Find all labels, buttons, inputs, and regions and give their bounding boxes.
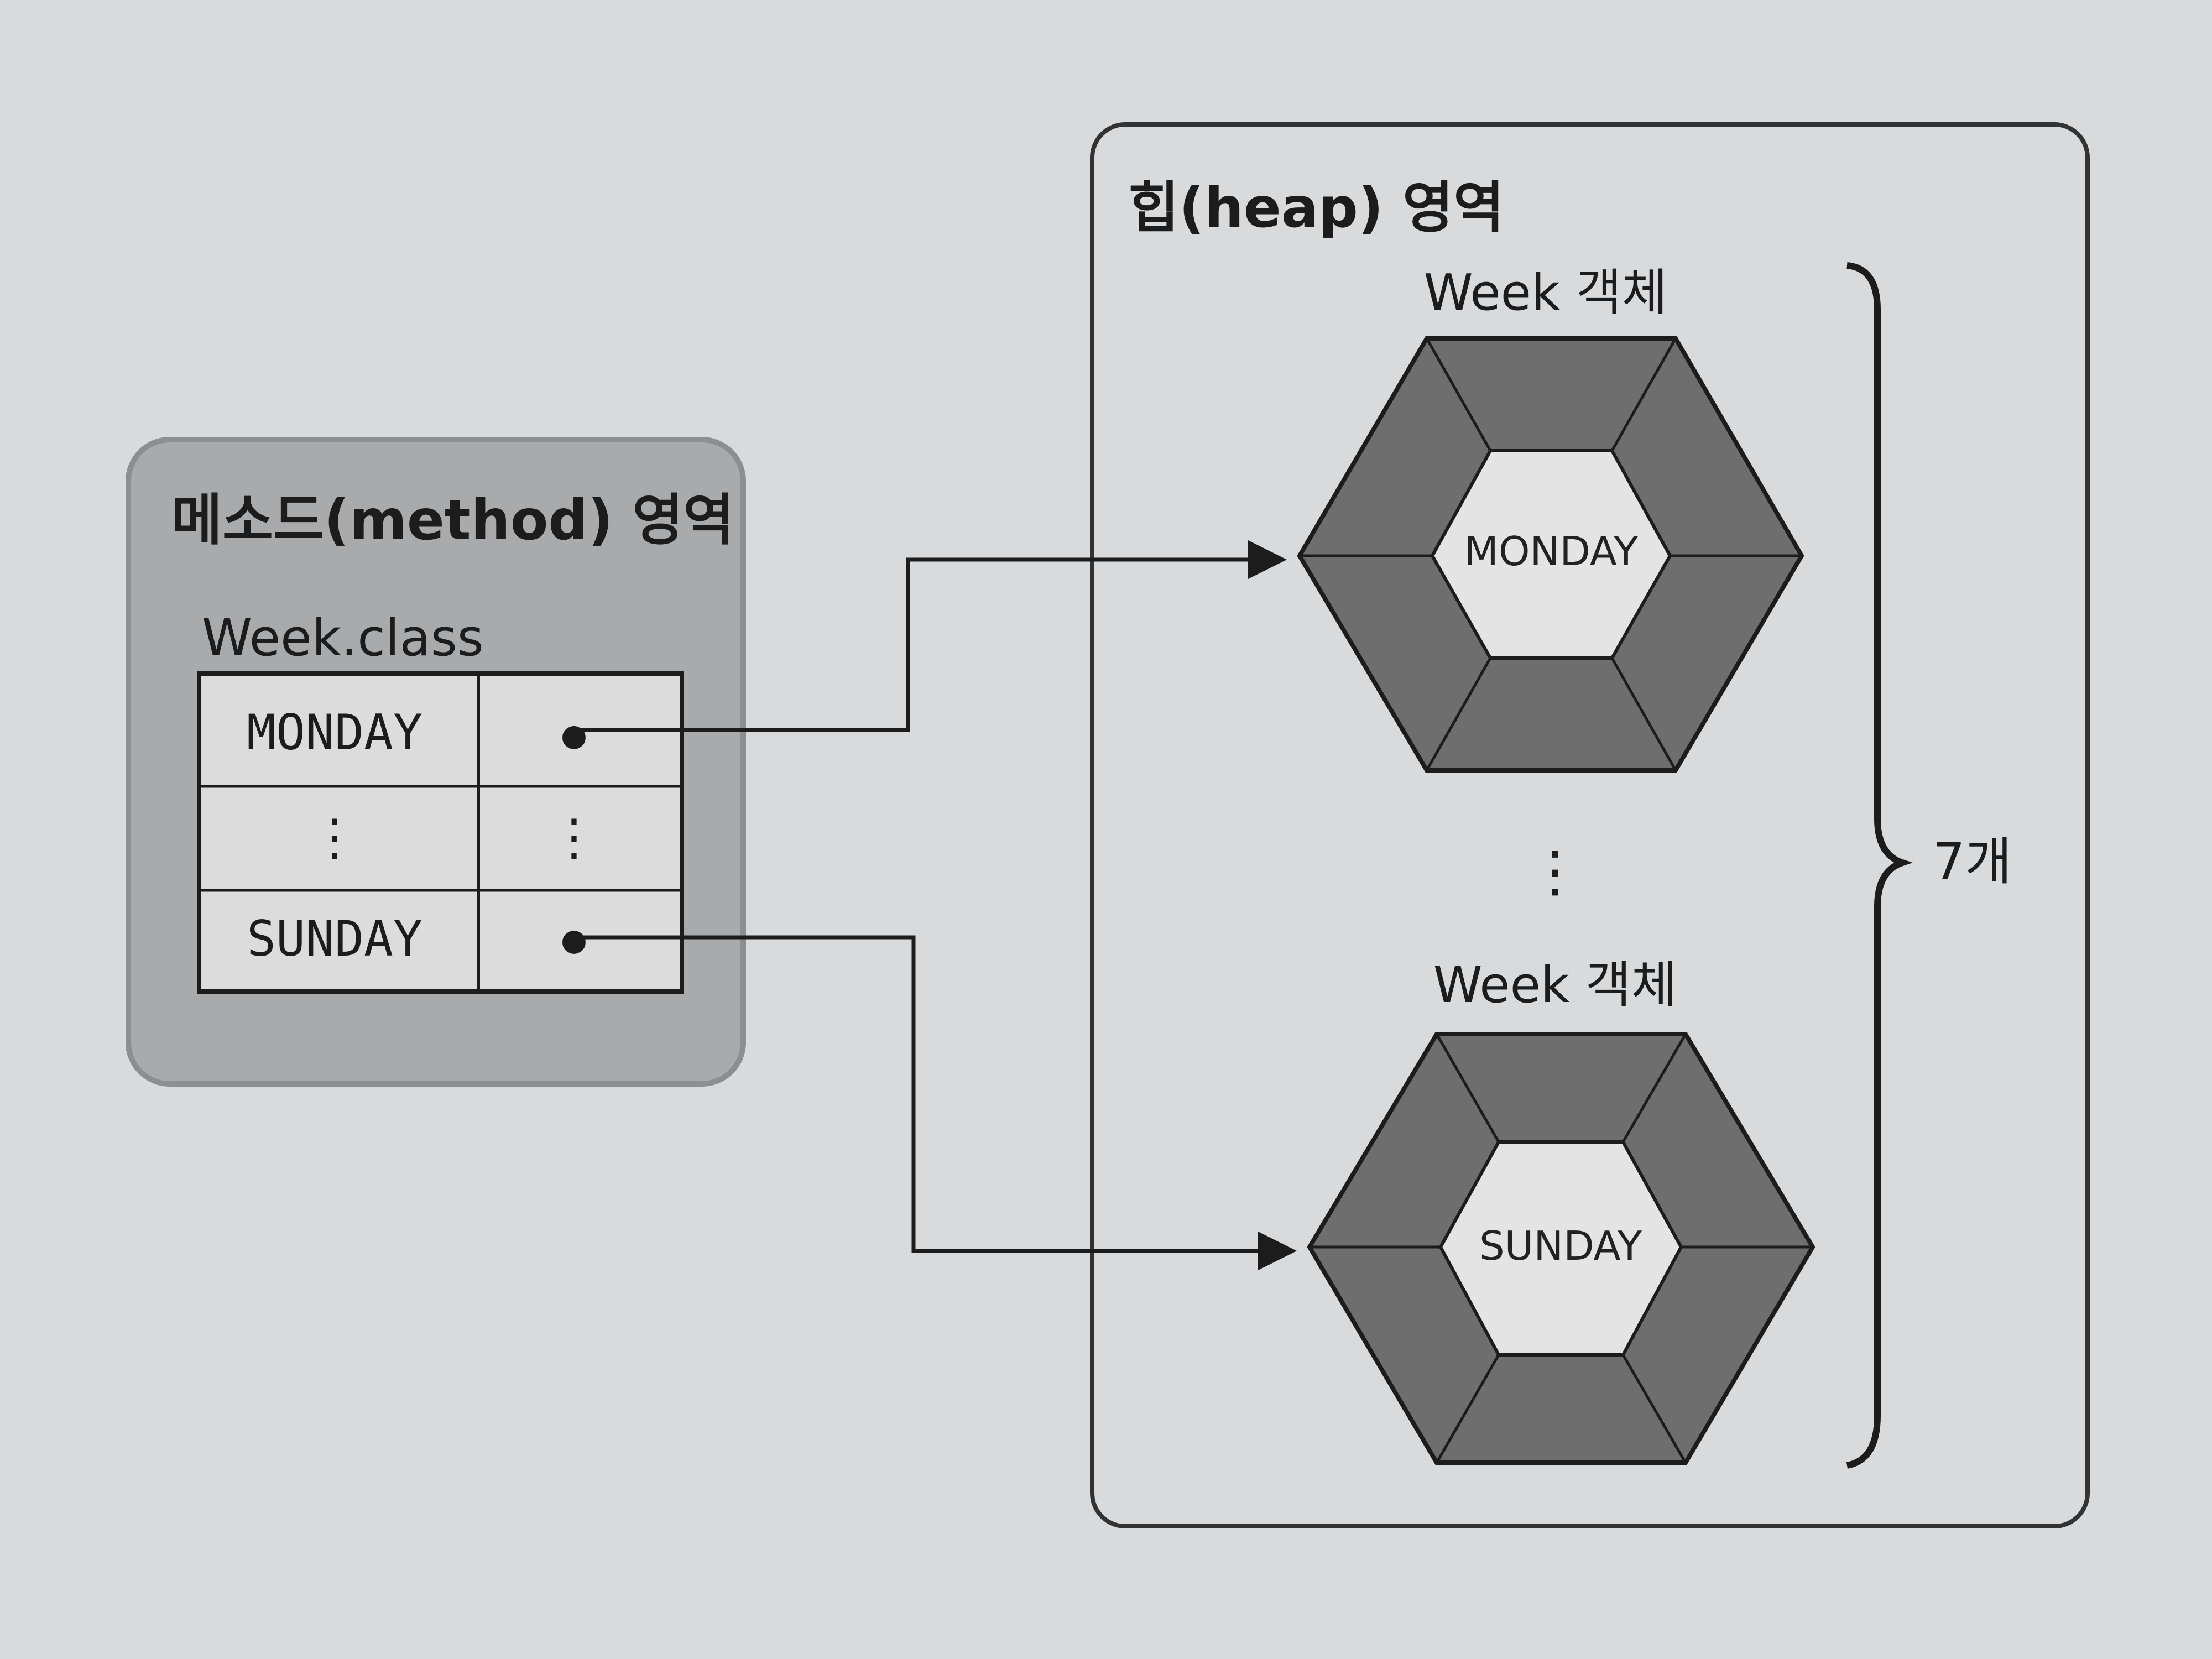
method-area: 메소드(method) 영역 Week.class MONDAY ● ⋮ ⋮ S… xyxy=(126,437,746,1087)
class-name-label: Week.class xyxy=(202,608,484,667)
heap-ellipsis: ⋮ xyxy=(1527,839,1583,904)
arrow-sunday xyxy=(575,935,1297,1270)
table-row-monday-ref: ● xyxy=(562,712,586,757)
count-label: 7개 xyxy=(1933,832,2012,891)
hexagon-value-monday: MONDAY xyxy=(1464,528,1639,575)
table-row-sunday-name: SUNDAY xyxy=(247,910,422,967)
week-object-monday: Week 객체 MONDAY xyxy=(1297,264,1804,773)
heap-area-box xyxy=(1090,122,2090,1528)
table-row-monday-name: MONDAY xyxy=(247,704,422,761)
week-object-caption: Week 객체 xyxy=(1433,956,1677,1014)
class-field-table: MONDAY ● ⋮ ⋮ SUNDAY ● xyxy=(197,671,684,994)
week-object-sunday: Week 객체 SUNDAY xyxy=(1307,956,1815,1465)
reference-arrows xyxy=(575,540,1297,1270)
heap-area-title: 힙(heap) 영역 xyxy=(1128,175,1504,240)
table-row-ellipsis-ref: ⋮ xyxy=(549,808,599,867)
arrow-monday xyxy=(575,540,1287,732)
count-brace xyxy=(1846,262,1913,1469)
heap-area: 힙(heap) 영역 Week 객체 MONDAY ⋮ Week 객체 xyxy=(1090,122,2090,1528)
week-object-caption: Week 객체 xyxy=(1424,264,1668,322)
hexagon-value-sunday: SUNDAY xyxy=(1479,1223,1642,1269)
method-area-title: 메소드(method) 영역 xyxy=(171,488,734,552)
table-row-ellipsis-name: ⋮ xyxy=(310,808,359,867)
